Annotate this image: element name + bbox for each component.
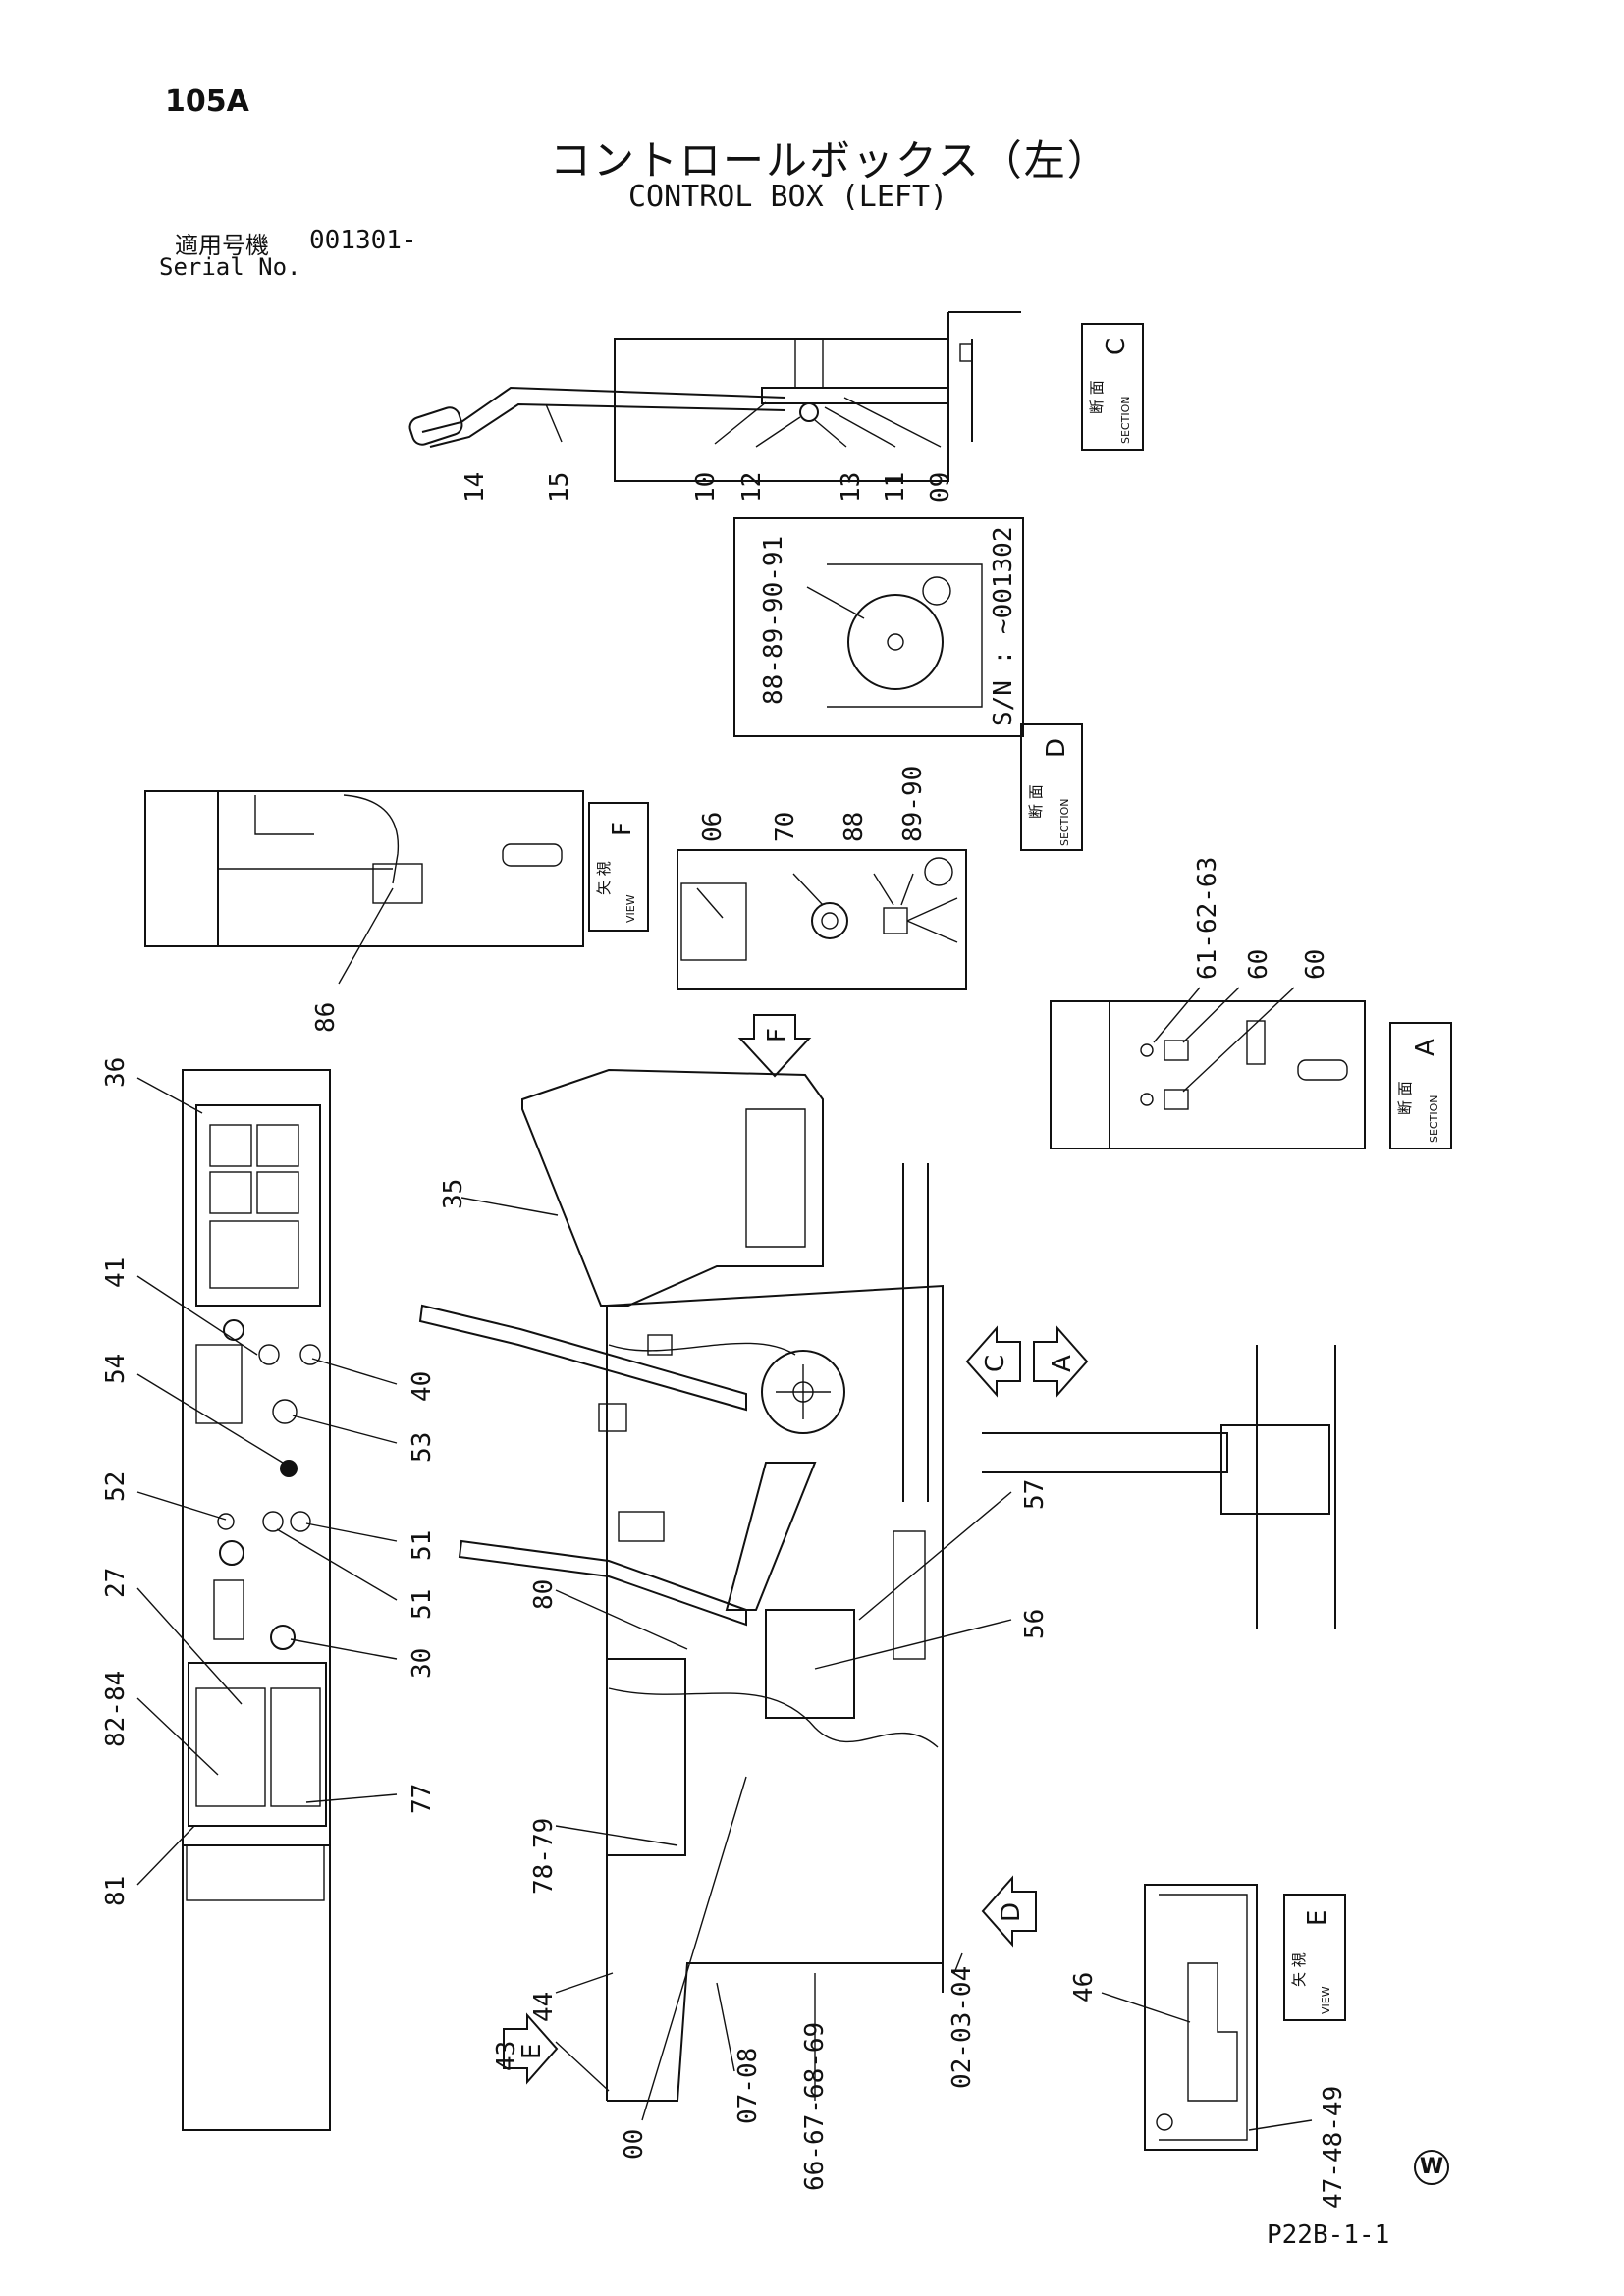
- main-assembly-drawing: [418, 1068, 1336, 2102]
- label-part-88-91: 88-89-90-91: [759, 536, 788, 705]
- label-part-27: 27: [101, 1568, 131, 1598]
- svg-text:D: D: [997, 1902, 1026, 1922]
- label-part-40: 40: [407, 1371, 437, 1402]
- view-f-drawing: [144, 790, 584, 947]
- label-part-51-a: 51: [407, 1530, 437, 1561]
- svg-text:VIEW: VIEW: [624, 894, 637, 923]
- svg-text:矢 視: 矢 視: [1290, 1952, 1308, 1987]
- svg-text:E: E: [1303, 1910, 1332, 1926]
- svg-text:断 面: 断 面: [1027, 784, 1045, 819]
- w-circle-mark: W: [1414, 2150, 1449, 2185]
- label-part-11: 11: [881, 472, 910, 503]
- label-part-15: 15: [545, 472, 574, 503]
- svg-text:A: A: [1048, 1355, 1077, 1372]
- view-arrow-c: C: [965, 1325, 1021, 1398]
- label-part-07-08: 07-08: [733, 2048, 763, 2124]
- svg-text:断 面: 断 面: [1396, 1081, 1414, 1115]
- page-number: 105A: [165, 84, 249, 119]
- label-part-88: 88: [839, 812, 869, 842]
- svg-text:矢 視: 矢 視: [595, 861, 613, 895]
- label-part-35: 35: [439, 1179, 468, 1209]
- serial-note: S/N : ~001302: [989, 527, 1018, 727]
- label-part-81: 81: [101, 1876, 131, 1906]
- title-japanese: コントロールボックス（左）: [550, 136, 1110, 185]
- title-english: CONTROL BOX (LEFT): [628, 180, 948, 214]
- label-part-47-49: 47-48-49: [1319, 2086, 1348, 2209]
- svg-text:C: C: [1102, 338, 1131, 355]
- serial-value: 001301-: [309, 226, 417, 255]
- serial-label-japanese: 適用号機: [175, 232, 269, 259]
- label-part-77: 77: [407, 1784, 437, 1814]
- label-part-80: 80: [529, 1579, 559, 1610]
- svg-text:E: E: [517, 2044, 547, 2059]
- svg-text:D: D: [1042, 738, 1071, 758]
- svg-text:F: F: [608, 822, 637, 836]
- section-c-leaders: [545, 397, 942, 448]
- view-arrow-a: A: [1033, 1325, 1089, 1398]
- label-part-10: 10: [691, 472, 721, 503]
- label-part-53: 53: [407, 1432, 437, 1463]
- svg-text:VIEW: VIEW: [1320, 1986, 1332, 2014]
- label-part-02-04: 02-03-04: [947, 1966, 977, 2089]
- label-part-54: 54: [101, 1354, 131, 1384]
- section-a-drawing: [1050, 1000, 1366, 1149]
- section-c-tag: C 断 面 SECTION: [1081, 323, 1144, 451]
- view-f-tag: F 矢 視 VIEW: [588, 802, 649, 932]
- svg-text:SECTION: SECTION: [1058, 799, 1071, 846]
- label-part-60-b: 60: [1301, 949, 1330, 980]
- label-part-13: 13: [837, 472, 866, 503]
- label-part-86: 86: [311, 1002, 341, 1033]
- label-part-14: 14: [460, 472, 490, 503]
- label-part-61-63: 61-62-63: [1193, 857, 1222, 980]
- label-part-06: 06: [698, 812, 728, 842]
- label-part-44: 44: [529, 1992, 559, 2022]
- label-part-30: 30: [407, 1648, 437, 1679]
- serial-detail-box: 88-89-90-91 S/N : ~001302: [733, 517, 1024, 737]
- view-arrow-d: D: [981, 1875, 1037, 1948]
- view-e-tag: E 矢 視 VIEW: [1283, 1894, 1346, 2021]
- svg-text:A: A: [1411, 1039, 1440, 1056]
- section-d-tag: D 断 面 SECTION: [1020, 723, 1083, 851]
- left-panel-drawing: [182, 1069, 331, 2131]
- svg-text:C: C: [981, 1355, 1010, 1372]
- view-arrow-e: E: [503, 2012, 559, 2085]
- label-part-89-90: 89-90: [898, 766, 928, 842]
- label-part-46: 46: [1069, 1972, 1099, 2002]
- svg-text:SECTION: SECTION: [1119, 397, 1132, 444]
- label-part-12: 12: [737, 472, 767, 503]
- label-part-66-69: 66-67-68-69: [800, 2022, 830, 2191]
- main-assembly-leaders: [460, 1197, 1012, 2121]
- serial-label-english: Serial No.: [159, 253, 301, 281]
- view-e-drawing: [1144, 1884, 1258, 2151]
- view-arrow-f: F: [737, 1014, 812, 1078]
- svg-text:断 面: 断 面: [1088, 380, 1106, 414]
- left-panel-leaders: [136, 1077, 398, 1886]
- label-part-00: 00: [620, 2129, 649, 2160]
- label-part-57: 57: [1020, 1479, 1050, 1510]
- label-part-09: 09: [926, 472, 955, 503]
- section-c-drawing: [408, 311, 1021, 482]
- label-part-56: 56: [1020, 1609, 1050, 1639]
- label-part-78-79: 78-79: [529, 1818, 559, 1895]
- label-part-82-84: 82-84: [101, 1671, 131, 1747]
- svg-text:SECTION: SECTION: [1428, 1095, 1440, 1143]
- section-d-drawing: [677, 849, 967, 990]
- svg-text:F: F: [763, 1028, 792, 1042]
- label-part-60-a: 60: [1244, 949, 1273, 980]
- label-part-36: 36: [101, 1057, 131, 1088]
- label-part-52: 52: [101, 1471, 131, 1502]
- label-part-70: 70: [771, 812, 800, 842]
- label-part-41: 41: [101, 1257, 131, 1288]
- label-part-51-b: 51: [407, 1589, 437, 1620]
- label-part-43: 43: [492, 2041, 521, 2071]
- page-code: P22B-1-1: [1267, 2220, 1390, 2250]
- section-a-tag: A 断 面 SECTION: [1389, 1022, 1452, 1149]
